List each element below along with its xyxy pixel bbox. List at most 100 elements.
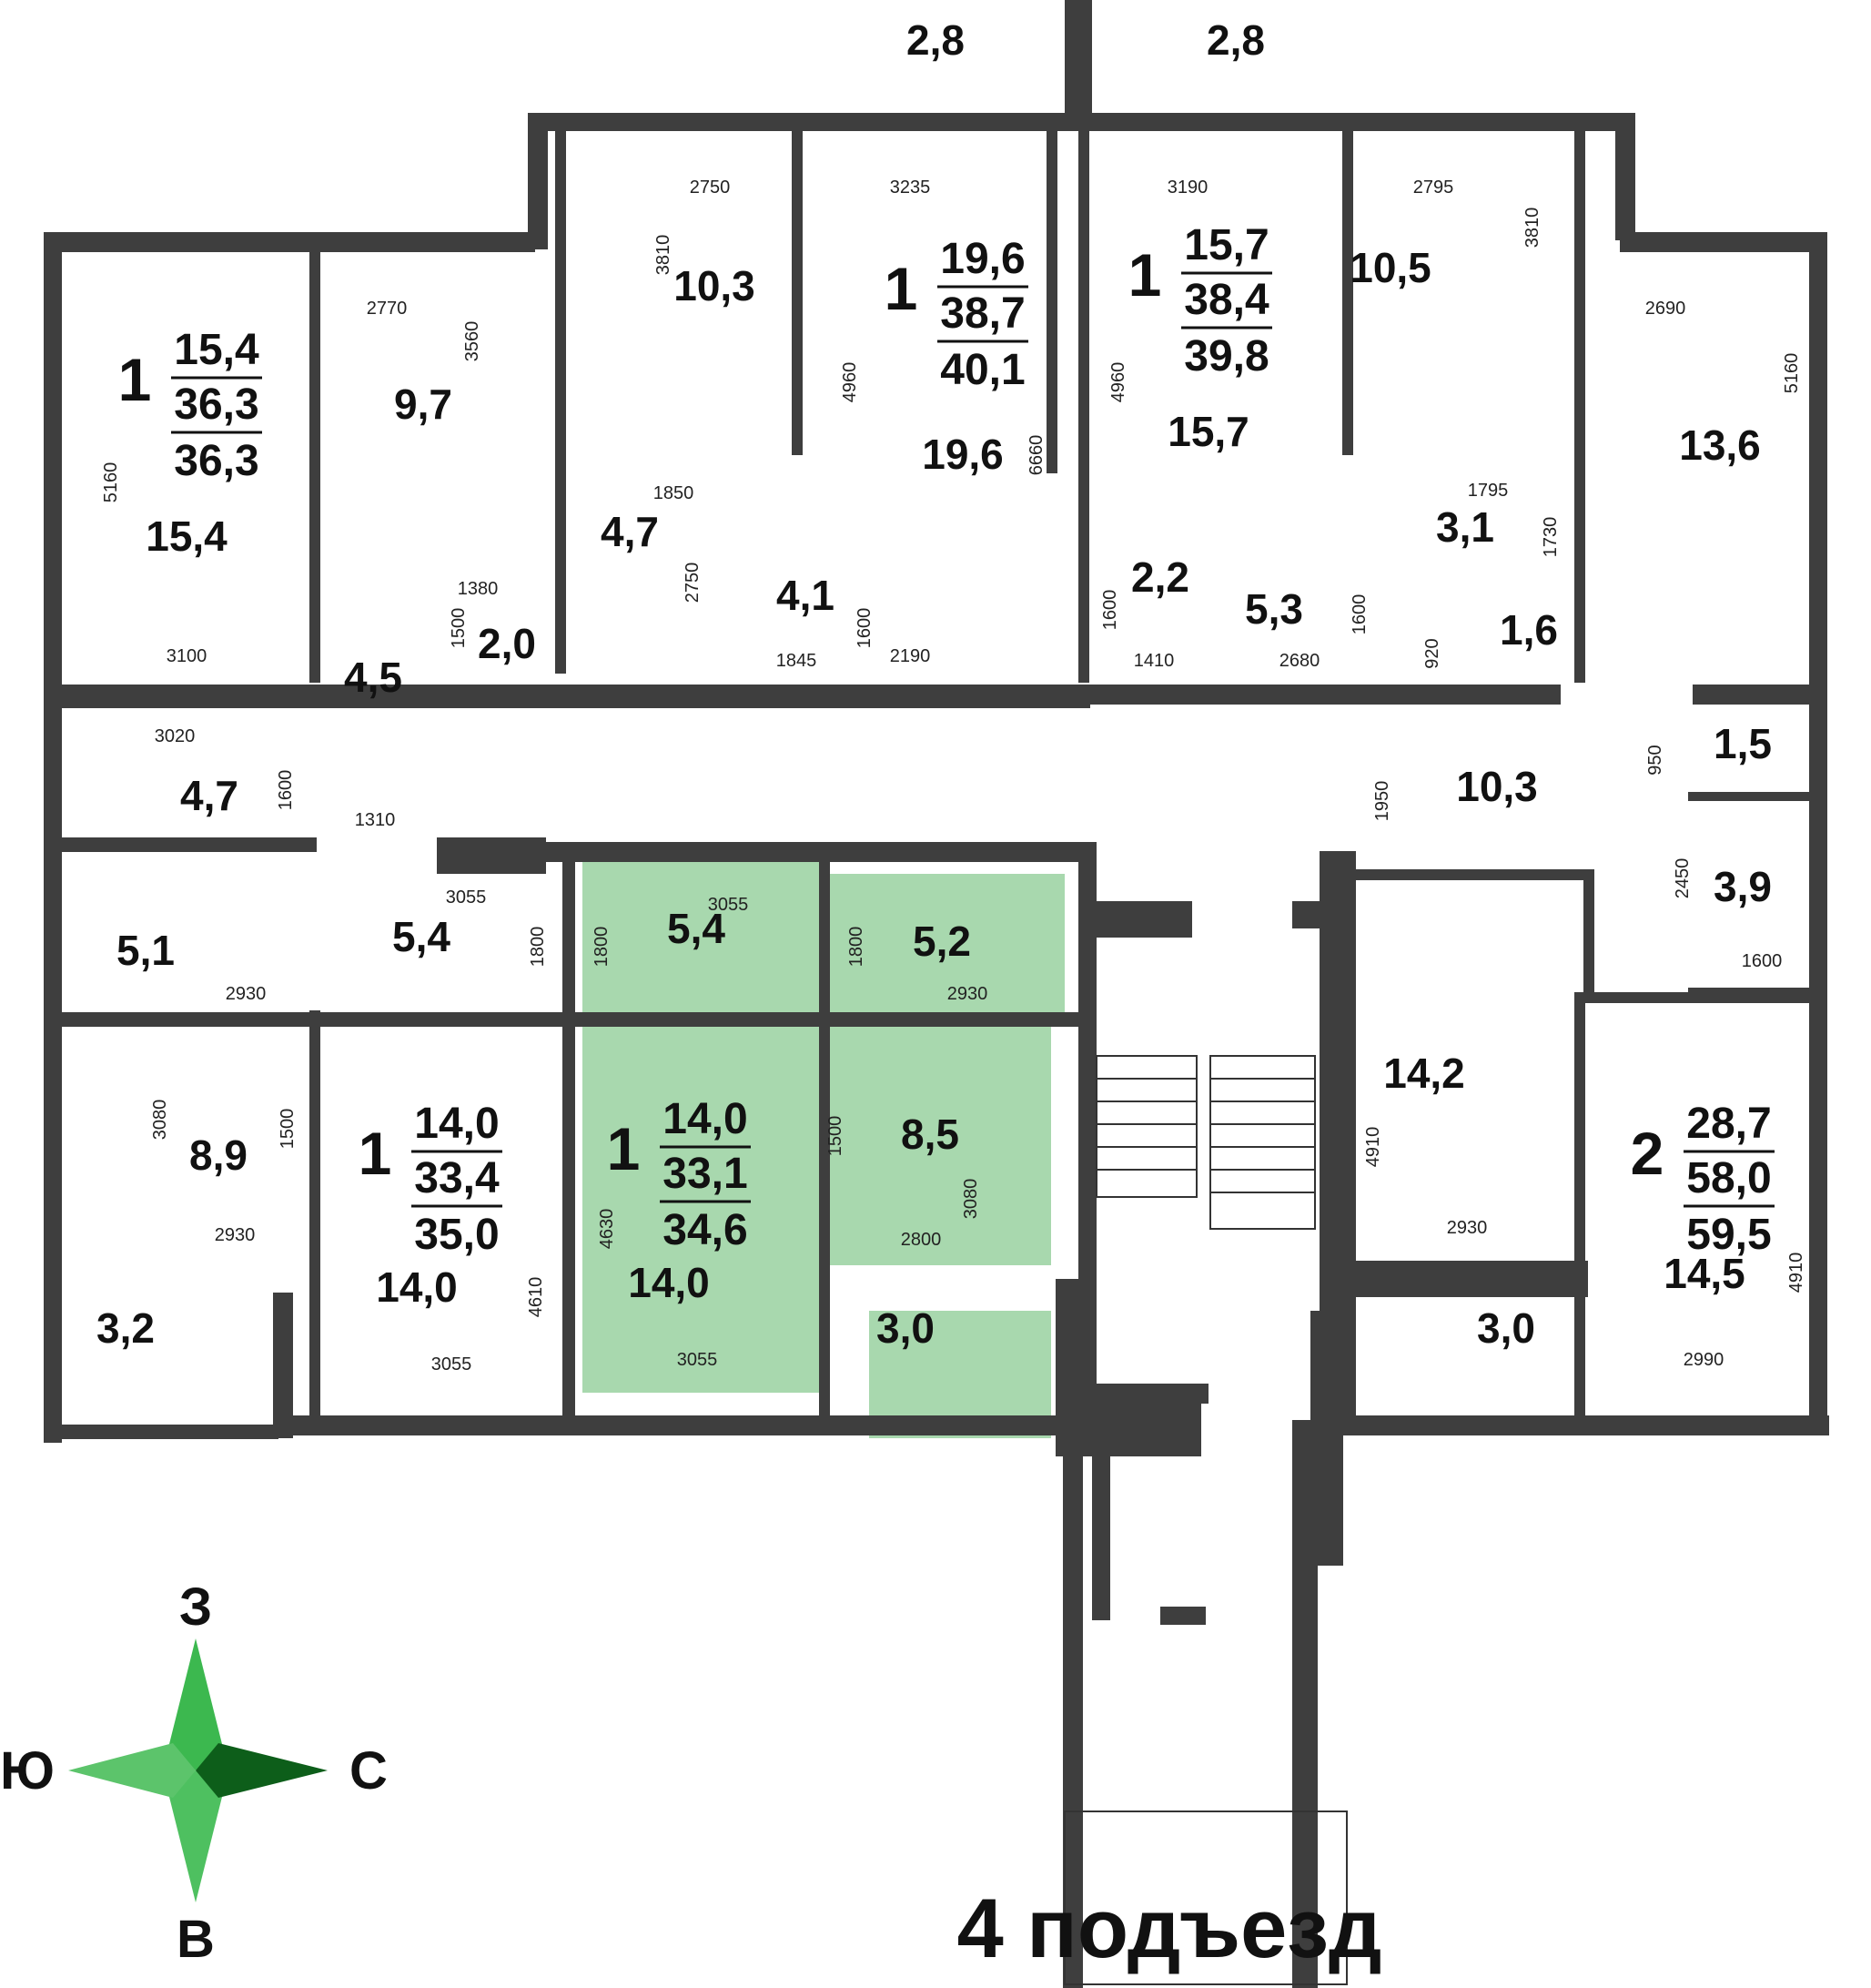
dimension-label: 3560 <box>462 321 482 362</box>
dimension-label: 1600 <box>1350 594 1370 635</box>
dimension-label: 3055 <box>708 895 749 915</box>
dimension-label: 1950 <box>1372 781 1392 822</box>
room-area-label: 1,6 <box>1500 606 1558 654</box>
dimension-label: 1850 <box>653 483 694 503</box>
dimension-label: 1800 <box>846 927 866 968</box>
dimension-label: 1500 <box>278 1109 298 1150</box>
dimension-label: 2750 <box>683 563 703 604</box>
highlighted-apartment-hall <box>582 860 828 1018</box>
room-area-label: 13,6 <box>1679 421 1761 469</box>
apartment-total-with-balcony: 39,8 <box>1184 332 1269 380</box>
apartment-total-with-balcony: 40,1 <box>940 346 1025 394</box>
dimension-label: 5160 <box>1782 353 1802 394</box>
compass-east-label: С <box>349 1741 388 1800</box>
dimension-label: 4910 <box>1363 1127 1383 1168</box>
apartment-total-area: 38,4 <box>1184 276 1269 324</box>
room-area-label: 9,7 <box>394 380 452 428</box>
dimension-label: 950 <box>1645 745 1665 775</box>
dimension-label: 3055 <box>677 1350 718 1370</box>
room-area-label: 5,1 <box>116 927 175 974</box>
room-area-label: 1,5 <box>1714 720 1772 767</box>
room-area-label: 2,8 <box>906 16 965 64</box>
dimension-label: 1500 <box>825 1116 845 1157</box>
dimension-label: 1600 <box>1742 951 1783 971</box>
apartment-room-count: 1 <box>118 346 152 413</box>
dimension-label: 3235 <box>890 178 931 198</box>
apartment-total-area: 33,1 <box>662 1150 747 1198</box>
dimension-label: 1600 <box>276 770 296 811</box>
dimension-label: 1600 <box>1100 590 1120 631</box>
apartment-living-area: 15,4 <box>174 326 259 374</box>
dimension-label: 3055 <box>431 1354 472 1374</box>
dimension-label: 2450 <box>1673 858 1693 899</box>
room-area-label: 10,5 <box>1350 244 1431 291</box>
dimension-label: 1600 <box>855 608 875 649</box>
room-area-label: 14,5 <box>1664 1250 1745 1297</box>
dimension-label: 6660 <box>1027 435 1047 476</box>
dimension-label: 1310 <box>355 810 396 830</box>
dimension-label: 4610 <box>526 1277 546 1318</box>
dimension-label: 920 <box>1422 638 1442 668</box>
apartment-living-area: 15,7 <box>1184 221 1269 269</box>
dimension-label: 2930 <box>1447 1218 1488 1238</box>
dimension-label: 1500 <box>449 608 469 649</box>
dimension-label: 3020 <box>155 726 196 746</box>
room-area-label: 5,4 <box>392 913 450 960</box>
dimension-label: 1800 <box>528 927 548 968</box>
compass-north-label: З <box>179 1577 212 1637</box>
room-area-label: 10,3 <box>673 262 755 309</box>
room-area-label: 2,8 <box>1207 16 1265 64</box>
highlighted-apartment-bath <box>828 874 1065 1018</box>
dimension-label: 2795 <box>1413 178 1454 198</box>
room-area-label: 5,3 <box>1245 585 1303 633</box>
room-area-label: 15,4 <box>146 512 228 560</box>
room-area-label: 3,1 <box>1436 503 1494 551</box>
dimension-label: 2930 <box>215 1225 256 1245</box>
dimension-label: 2750 <box>690 178 731 198</box>
stairs <box>1064 1055 1348 1985</box>
dimension-label: 2990 <box>1684 1350 1724 1370</box>
apartment-living-area: 19,6 <box>940 235 1025 283</box>
room-area-label: 3,2 <box>96 1304 155 1352</box>
highlighted-apartment-living <box>582 1018 826 1393</box>
room-area-label: 3,0 <box>1477 1304 1535 1352</box>
dimension-label: 1410 <box>1134 651 1175 671</box>
apartment-total-area: 33,4 <box>414 1154 500 1202</box>
dimension-label: 3080 <box>150 1100 170 1141</box>
apartment-total-area: 58,0 <box>1686 1154 1771 1202</box>
room-area-label: 2,2 <box>1131 553 1189 601</box>
apartment-total-area: 38,7 <box>940 289 1025 338</box>
dimension-label: 3055 <box>446 888 487 908</box>
compass: З В Ю С <box>0 1577 388 1969</box>
room-area-label: 4,5 <box>344 654 402 701</box>
dimension-label: 2930 <box>947 984 988 1004</box>
apartment-room-count: 1 <box>607 1115 641 1182</box>
dimension-label: 3100 <box>167 646 207 666</box>
apartment-living-area: 28,7 <box>1686 1100 1771 1148</box>
apartment-living-area: 14,0 <box>662 1095 747 1143</box>
highlighted-apartment-kitchen <box>828 1018 1051 1265</box>
room-area-label: 3,9 <box>1714 863 1772 910</box>
dimension-label: 1800 <box>592 927 612 968</box>
dimension-label: 1380 <box>458 579 499 599</box>
dimension-label: 3810 <box>653 235 673 276</box>
dimension-label: 2690 <box>1645 299 1686 319</box>
room-area-label: 19,6 <box>922 431 1004 478</box>
entrance-caption: 4 подъезд <box>957 1882 1382 1975</box>
dimension-label: 4910 <box>1786 1253 1806 1293</box>
apartment-summary: 2 28,7 58,0 59,5 <box>1631 1100 1775 1259</box>
apartment-room-count: 2 <box>1631 1120 1664 1187</box>
apartment-total-with-balcony: 59,5 <box>1686 1211 1771 1259</box>
compass-arrow-south-icon <box>168 1770 223 1902</box>
compass-arrow-east-icon <box>196 1743 328 1798</box>
walls <box>44 0 1829 1988</box>
dimension-label: 2930 <box>226 984 267 1004</box>
dimension-label: 5160 <box>101 462 121 503</box>
dimension-label: 4630 <box>597 1209 617 1250</box>
dimension-label: 3190 <box>1168 178 1209 198</box>
room-area-label: 3,0 <box>876 1304 935 1352</box>
